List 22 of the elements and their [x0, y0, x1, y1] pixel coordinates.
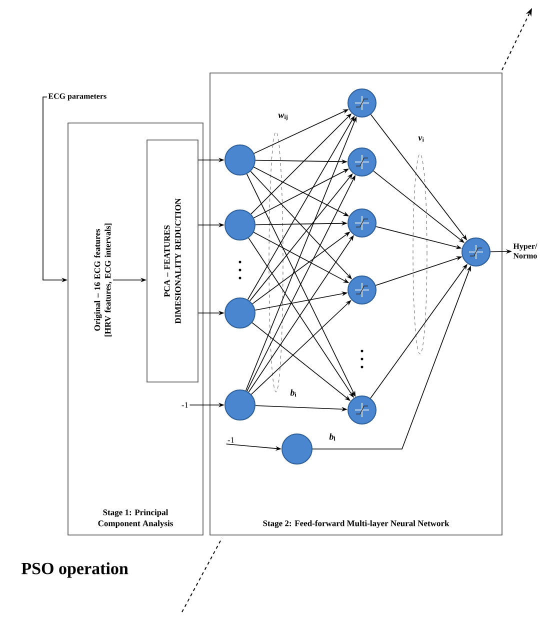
weight-label: b$_{i}$	[290, 389, 296, 397]
neuron-circle	[282, 434, 312, 464]
weight-label: b$_{l}$	[329, 433, 336, 441]
neuron-circle	[462, 238, 490, 266]
neuron-circle	[224, 210, 256, 240]
neuron-circle	[348, 208, 376, 238]
neuron-circle	[348, 148, 376, 176]
neuron-circle	[224, 298, 256, 328]
feature-text: Original – 16 ECG features [HRV features, ECG intervals]	[94, 224, 112, 336]
bias-input-label: -1	[228, 437, 234, 443]
weight-label: v$_{i}$	[418, 136, 424, 142]
process-box: PCA – FEATURES DIMESIONALITY REDUCTION	[146, 140, 198, 382]
pso-label: PSO operation	[22, 562, 128, 578]
neuron-circle	[348, 396, 376, 424]
input-label: ECG parameters	[48, 94, 106, 100]
weight-label: w$_{ij}$	[278, 114, 288, 120]
output-label: Hyper/ Normo	[513, 244, 538, 258]
neuron-circle	[224, 390, 256, 420]
neuron-circle	[348, 88, 376, 118]
neuron-circle	[348, 276, 376, 304]
bias-input-label: -1	[182, 402, 188, 408]
neuron-circle	[224, 144, 256, 176]
